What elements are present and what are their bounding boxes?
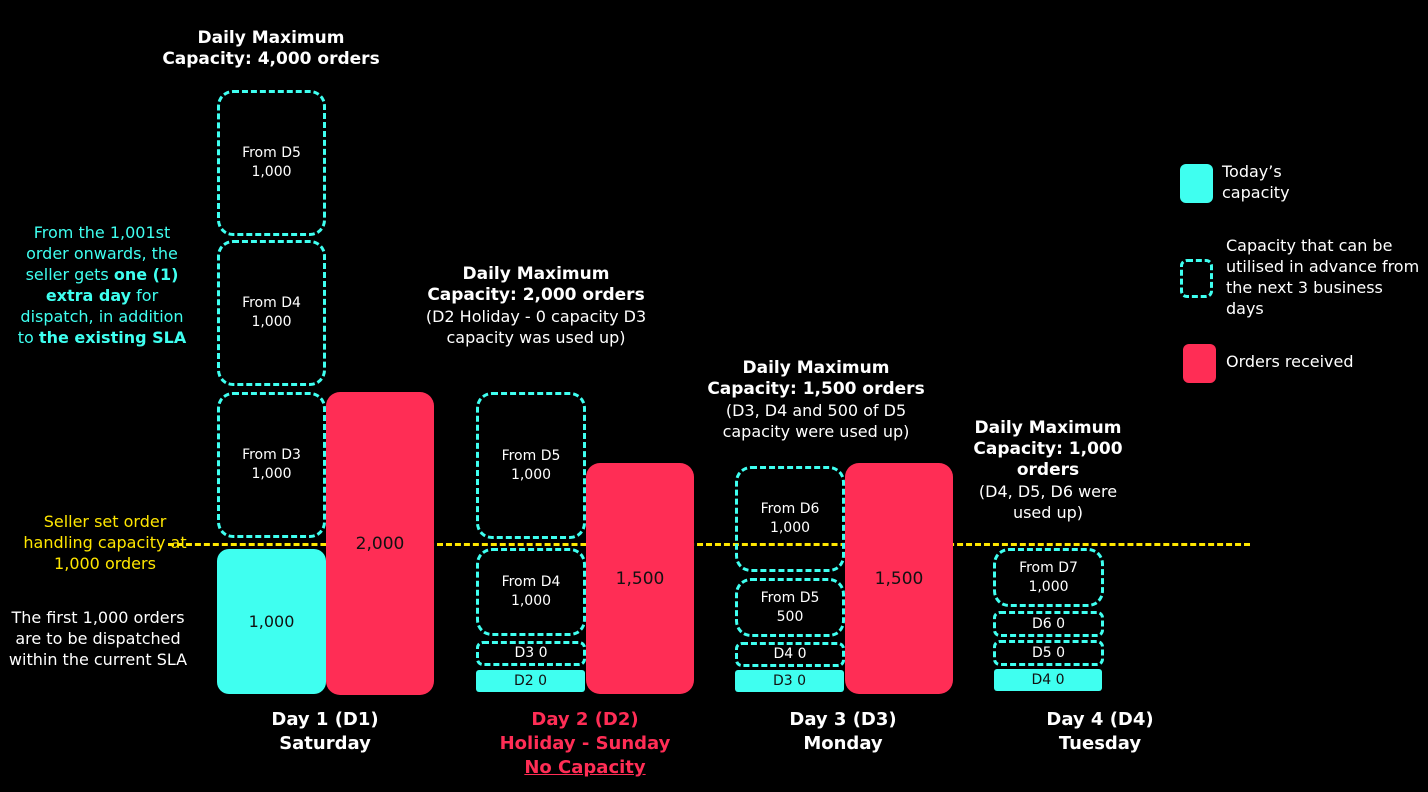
extra-day-text-2: for dispatch, in addition to [17, 286, 184, 347]
d2-capacity-sub: (D2 Holiday - 0 capacity D3 capacity was… [425, 307, 647, 347]
d4-day-label: Day 4 (D4) Tuesday [1025, 708, 1175, 756]
d4-capacity-sub: (D4, D5, D6 were used up) [978, 482, 1118, 522]
weekday: Tuesday [1058, 733, 1142, 754]
threshold-note: Seller set order handling capacity at 1,… [23, 512, 187, 573]
extra-day-note: From the 1,001st order onwards, the sell… [12, 222, 192, 348]
d1-day-label: Day 1 (D1) Saturday [250, 708, 400, 756]
adv-value: 1,000 [1028, 578, 1069, 595]
d3-advance-d5: From D5 500 [735, 578, 845, 637]
d1-capacity-title: Daily Maximum Capacity: 4,000 orders [162, 28, 380, 69]
d1-orders-bar: 2,000 [326, 392, 434, 695]
legend-today-swatch [1180, 164, 1213, 203]
d4-capacity-note: Daily Maximum Capacity: 1,000 orders (D4… [968, 418, 1128, 523]
d2-capacity-title: Daily Maximum Capacity: 2,000 orders [427, 264, 645, 305]
day-name: Day 3 (D3) [789, 709, 897, 730]
weekday: Monday [803, 733, 883, 754]
legend-advance-label: Capacity that can be utilised in advance… [1226, 236, 1420, 318]
adv-value: 1,000 [251, 466, 292, 482]
weekday: Holiday - Sunday [499, 733, 671, 754]
d3-day-label: Day 3 (D3) Monday [768, 708, 918, 756]
d1-advance-d4: From D4 1,000 [217, 240, 326, 386]
d4-advance-d6-zero: D6 0 [993, 611, 1104, 637]
d3-capacity-sub: (D3, D4 and 500 of D5 capacity were used… [722, 401, 910, 441]
day-name: Day 2 (D2) [531, 709, 639, 730]
first-orders-note: The first 1,000 orders are to be dispatc… [8, 608, 188, 669]
d3-capacity-note: Daily Maximum Capacity: 1,500 orders (D3… [700, 358, 932, 442]
d1-advance-d3: From D3 1,000 [217, 392, 326, 538]
adv-label: From D6 [760, 501, 820, 517]
d2-advance-d3-zero: D3 0 [476, 641, 586, 666]
weekday: Saturday [279, 733, 371, 754]
d2-advance-d4: From D4 1,000 [476, 548, 586, 636]
d3-today-capacity: D3 0 [735, 670, 844, 692]
adv-value: 1,000 [251, 314, 292, 330]
d2-advance-d5: From D5 1,000 [476, 392, 586, 539]
adv-value: 1,000 [769, 520, 811, 536]
day-name: Day 1 (D1) [271, 709, 379, 730]
adv-value: 1,000 [510, 593, 552, 609]
adv-label: From D5 [501, 447, 561, 464]
adv-label: From D5 [242, 145, 301, 161]
adv-label: From D7 [1019, 559, 1078, 576]
adv-value: 1,000 [510, 466, 552, 483]
adv-label: From D4 [242, 295, 301, 311]
legend-orders-swatch [1183, 344, 1216, 383]
extra-day-bold-1: one (1) extra day [45, 265, 179, 305]
d2-capacity-note: Daily Maximum Capacity: 2,000 orders (D2… [420, 264, 652, 348]
legend-orders-label: Orders received [1226, 352, 1354, 371]
d4-today-capacity: D4 0 [994, 669, 1102, 691]
adv-value: 500 [776, 608, 804, 625]
d4-advance-d7: From D7 1,000 [993, 548, 1104, 607]
no-capacity-note: No Capacity [524, 757, 646, 778]
d3-orders-bar: 1,500 [845, 463, 953, 694]
d4-capacity-title: Daily Maximum Capacity: 1,000 orders [973, 418, 1123, 480]
adv-value: 1,000 [251, 164, 292, 180]
d2-today-capacity: D2 0 [476, 670, 585, 692]
d2-day-label: Day 2 (D2) Holiday - Sunday No Capacity [480, 708, 690, 780]
adv-label: From D5 [760, 589, 820, 606]
d1-advance-d5: From D5 1,000 [217, 90, 326, 236]
adv-label: From D3 [242, 447, 301, 463]
d1-today-capacity: 1,000 [217, 549, 326, 694]
d2-orders-bar: 1,500 [586, 463, 694, 694]
legend-advance-swatch [1180, 259, 1213, 298]
day-name: Day 4 (D4) [1046, 709, 1154, 730]
d4-advance-d5-zero: D5 0 [993, 640, 1104, 666]
adv-label: From D4 [501, 574, 561, 590]
d3-advance-d6: From D6 1,000 [735, 466, 845, 572]
extra-day-bold-2: the existing SLA [38, 328, 187, 347]
extra-day-text-1: From the 1,001st order onwards, the sell… [25, 223, 178, 284]
legend-today-label: Today’s capacity [1222, 162, 1290, 202]
d3-capacity-title: Daily Maximum Capacity: 1,500 orders [707, 358, 925, 399]
threshold-line [168, 543, 1250, 546]
d3-advance-d4-zero: D4 0 [735, 642, 845, 667]
